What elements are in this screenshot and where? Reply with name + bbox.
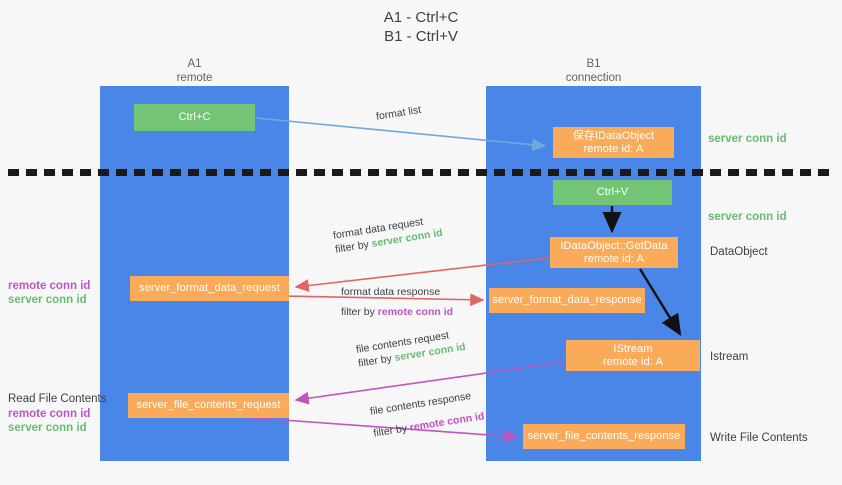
annotation-remote-conn-id-upper: remote conn id [8, 280, 91, 292]
lane-a-subtitle: remote [176, 72, 213, 84]
flow-label-file-contents-response: file contents response filter by remote … [369, 387, 485, 440]
node-server-file-contents-response-label: server_file_contents_response [527, 430, 681, 442]
annotation-server-conn-id-top: server conn id [708, 133, 787, 145]
annotation-server-conn-id-lower: server conn id [8, 422, 87, 434]
node-save-idataobject[interactable]: 保存IDataObject remote id: A [553, 127, 674, 158]
annotation-read-file-contents: Read File Contents [8, 393, 107, 405]
node-server-file-contents-request-label: server_file_contents_request [136, 399, 281, 411]
node-ctrl-c-label: Ctrl+C [178, 111, 211, 123]
page-title: A1 - Ctrl+C B1 - Ctrl+V [383, 9, 459, 45]
annotation-conn-ids-lower: remote conn id server conn id [8, 407, 90, 435]
lane-b-title: B1 [586, 58, 601, 70]
node-ctrl-v[interactable]: Ctrl+V [553, 180, 672, 205]
annotation-dataobject: DataObject [710, 246, 768, 258]
node-ctrl-v-label: Ctrl+V [596, 186, 629, 198]
phase-divider [8, 169, 834, 176]
flow-file-contents-response-filter-target: remote conn id [408, 410, 486, 434]
node-istream-label: IStream [613, 342, 653, 355]
flow-format-data-response-text: format data response [341, 286, 441, 298]
annotation-write-file-contents: Write File Contents [710, 432, 808, 444]
node-idataobject-getdata-label: IDataObject::GetData [560, 239, 668, 252]
node-idataobject-getdata[interactable]: IDataObject::GetData remote id: A [550, 237, 678, 268]
annotation-remote-conn-id-lower: remote conn id [8, 408, 91, 420]
node-istream[interactable]: IStream remote id: A [566, 340, 700, 371]
node-server-format-data-response-label: server_format_data_response [492, 294, 642, 306]
annotation-istream: Istream [710, 351, 749, 363]
node-server-format-data-response[interactable]: server_format_data_response [489, 288, 645, 313]
flow-label-file-contents-request: file contents request filter by server c… [355, 326, 467, 371]
node-server-format-data-request-label: server_format_data_request [139, 282, 280, 294]
lane-header-b1: B1 connection [486, 57, 701, 85]
flow-format-list-text: format list [375, 103, 422, 123]
flow-label-format-data-response: format data response filter by remote co… [341, 285, 453, 319]
node-save-idataobject-label: 保存IDataObject [572, 129, 655, 142]
flow-label-format-data-request: format data request filter by server con… [332, 212, 444, 257]
annotation-conn-ids-upper: remote conn id server conn id [8, 279, 90, 307]
node-server-file-contents-response[interactable]: server_file_contents_response [523, 424, 685, 449]
flow-file-contents-response-filter-prefix: filter by [372, 421, 411, 440]
annotation-server-conn-id-upper: server conn id [8, 294, 87, 306]
lane-a-title: A1 [187, 58, 202, 70]
node-server-file-contents-request[interactable]: server_file_contents_request [128, 393, 289, 418]
annotation-server-conn-id-mid: server conn id [708, 211, 787, 223]
lane-header-a1: A1 remote [100, 57, 289, 85]
node-server-format-data-request[interactable]: server_format_data_request [130, 276, 289, 301]
flow-label-format-list: format list [375, 103, 422, 124]
node-istream-sublabel: remote id: A [603, 355, 663, 368]
node-idataobject-getdata-sublabel: remote id: A [584, 252, 644, 265]
flow-format-data-response-filter-prefix: filter by [341, 306, 378, 318]
lane-b-subtitle: connection [565, 72, 622, 84]
node-ctrl-c[interactable]: Ctrl+C [134, 104, 255, 131]
node-save-idataobject-sublabel: remote id: A [583, 142, 644, 155]
flow-format-data-response-filter-target: remote conn id [377, 306, 454, 318]
